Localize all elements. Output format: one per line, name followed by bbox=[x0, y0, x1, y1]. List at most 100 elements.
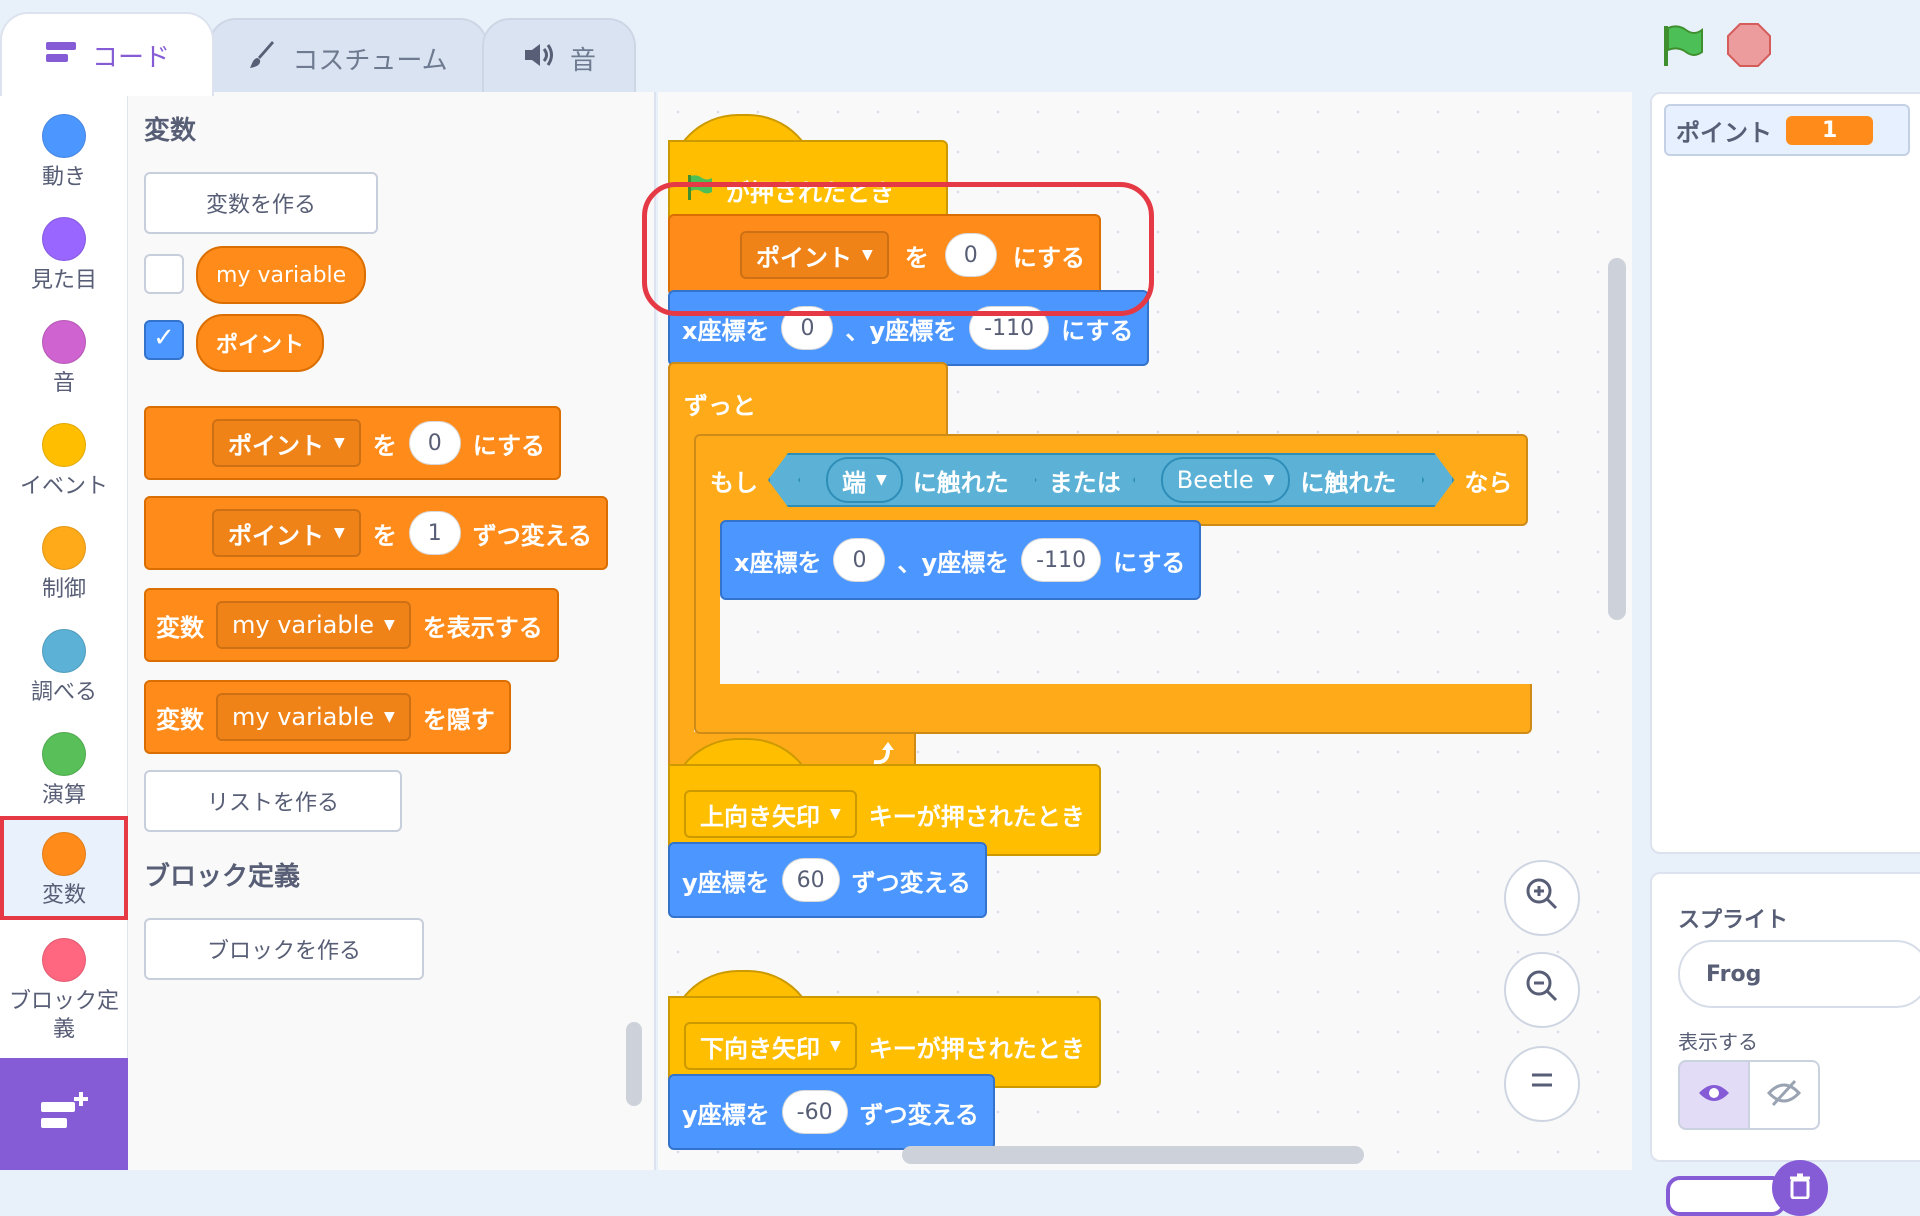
key-dropdown[interactable]: 下向き矢印▼ bbox=[684, 1022, 857, 1070]
category-motion[interactable]: 動き bbox=[0, 102, 128, 202]
variable-dropdown[interactable]: my variable ▼ bbox=[216, 601, 411, 649]
variable-dropdown[interactable]: my variable▼ bbox=[216, 693, 411, 741]
zoom-out-button[interactable] bbox=[1504, 952, 1580, 1028]
y-input[interactable]: -110 bbox=[1021, 538, 1102, 582]
block-text: に触れた bbox=[912, 468, 1009, 497]
when-key-pressed-block[interactable]: 上向き矢印▼ キーが押されたとき bbox=[668, 764, 1101, 856]
stage[interactable]: ポイント 1 bbox=[1650, 92, 1920, 854]
vertical-scrollbar[interactable] bbox=[1608, 258, 1626, 620]
category-my-blocks[interactable]: ブロック定義 bbox=[0, 926, 128, 1042]
sprite-name-input[interactable]: Frog bbox=[1678, 940, 1920, 1008]
block-text: ずつ変える bbox=[859, 1100, 979, 1129]
green-flag-icon[interactable] bbox=[1656, 20, 1706, 70]
category-label: ブロック定義 bbox=[8, 989, 119, 1042]
hide-sprite-button[interactable] bbox=[1748, 1060, 1820, 1130]
category-label: 制御 bbox=[41, 577, 86, 602]
variable-dropdown-label: my variable bbox=[232, 703, 375, 731]
value-input[interactable]: 0 bbox=[944, 233, 997, 277]
value-input[interactable]: 0 bbox=[408, 421, 461, 465]
point-reporter[interactable]: ポイント bbox=[196, 314, 325, 372]
touching-block[interactable]: 端▼ に触れた bbox=[798, 453, 1037, 507]
touching-dropdown[interactable]: 端▼ bbox=[826, 457, 903, 503]
block-palette: 変数 変数を作る my variable ✓ ポイント ポイント▼ を 0 にす… bbox=[128, 92, 656, 1170]
script-area[interactable]: が押されたとき ポイント▼ を 0 にする x座標を 0 、y座標を -110 … bbox=[642, 92, 1632, 1170]
my-variable-checkbox[interactable] bbox=[144, 254, 184, 294]
monitor-label: ポイント bbox=[1676, 118, 1772, 147]
block-text: もし bbox=[710, 468, 758, 497]
value-input[interactable]: 60 bbox=[781, 858, 840, 902]
category-dot bbox=[42, 526, 86, 570]
variable-dropdown-label: ポイント bbox=[228, 431, 324, 460]
value-input[interactable]: -60 bbox=[781, 1090, 848, 1134]
zoom-reset-button[interactable] bbox=[1504, 1046, 1580, 1122]
block-text: 、y座標を bbox=[897, 548, 1010, 577]
extension-button[interactable] bbox=[0, 1058, 128, 1170]
stop-icon[interactable] bbox=[1726, 22, 1772, 68]
change-variable-block[interactable]: ポイント▼ を 1 ずつ変える bbox=[144, 496, 609, 570]
category-dot bbox=[42, 732, 86, 776]
make-block-button[interactable]: ブロックを作る bbox=[144, 918, 424, 980]
palette-scrollbar[interactable] bbox=[626, 1022, 642, 1106]
tab-sounds[interactable]: 音 bbox=[482, 18, 636, 96]
hide-variable-block[interactable]: 変数 my variable▼ を隠す bbox=[144, 680, 511, 754]
change-y-block[interactable]: y座標を 60 ずつ変える bbox=[668, 842, 987, 918]
caret-down-icon: ▼ bbox=[384, 617, 395, 633]
zoom-in-icon bbox=[1522, 874, 1562, 923]
sprite-thumbnail[interactable] bbox=[1666, 1176, 1786, 1216]
change-y-block[interactable]: y座標を -60 ずつ変える bbox=[668, 1074, 995, 1150]
zoom-in-button[interactable] bbox=[1504, 860, 1580, 936]
tab-costumes[interactable]: コスチューム bbox=[208, 18, 488, 96]
category-events[interactable]: イベント bbox=[0, 411, 128, 511]
block-text: なら bbox=[1464, 468, 1513, 497]
zoom-out-icon bbox=[1522, 966, 1562, 1015]
trash-icon bbox=[1788, 1173, 1812, 1203]
category-sound[interactable]: 音 bbox=[0, 308, 128, 408]
add-extension-icon bbox=[37, 1090, 91, 1138]
block-text: にする bbox=[1061, 316, 1134, 345]
value-input[interactable]: 1 bbox=[408, 511, 461, 555]
variable-dropdown[interactable]: ポイント ▼ bbox=[212, 419, 361, 467]
horizontal-scrollbar[interactable] bbox=[902, 1146, 1364, 1164]
category-control[interactable]: 制御 bbox=[0, 514, 128, 614]
show-variable-block[interactable]: 変数 my variable▼ を表示する bbox=[144, 588, 559, 662]
x-input[interactable]: 0 bbox=[833, 538, 886, 582]
caret-down-icon: ▼ bbox=[830, 806, 841, 822]
eye-icon bbox=[1697, 1081, 1731, 1109]
key-dropdown[interactable]: 上向き矢印▼ bbox=[684, 790, 857, 838]
set-variable-block[interactable]: ポイント▼ を 0 にする bbox=[144, 406, 562, 480]
touching-block[interactable]: Beetle▼ に触れた bbox=[1133, 453, 1425, 507]
block-text: を bbox=[904, 243, 929, 272]
block-text: に触れた bbox=[1300, 468, 1397, 497]
if-block[interactable]: もし 端▼ に触れた または Beetle▼ に触れた なら bbox=[694, 434, 1529, 526]
variable-dropdown[interactable]: ポイント▼ bbox=[740, 231, 889, 279]
my-variable-reporter[interactable]: my variable bbox=[196, 246, 367, 304]
go-to-xy-block[interactable]: x座標を 0 、y座標を -110 にする bbox=[668, 290, 1150, 366]
make-variable-button[interactable]: 変数を作る bbox=[144, 172, 378, 234]
show-label: 表示する bbox=[1678, 1030, 1758, 1054]
block-text: ずっと bbox=[684, 392, 756, 420]
if-arm bbox=[694, 520, 720, 686]
or-operator[interactable]: 端▼ に触れた または Beetle▼ に触れた bbox=[768, 453, 1454, 507]
category-label: イベント bbox=[19, 474, 108, 499]
variable-dropdown[interactable]: ポイント▼ bbox=[212, 509, 361, 557]
category-variables[interactable]: 変数 bbox=[0, 816, 128, 920]
category-dot bbox=[42, 114, 86, 158]
category-dot bbox=[42, 938, 86, 982]
code-icon bbox=[44, 39, 78, 72]
category-operators[interactable]: 演算 bbox=[0, 720, 128, 820]
make-list-button[interactable]: リストを作る bbox=[144, 770, 402, 832]
category-looks[interactable]: 見た目 bbox=[0, 205, 128, 305]
show-sprite-button[interactable] bbox=[1678, 1060, 1750, 1130]
my-blocks-section-title: ブロック定義 bbox=[144, 862, 301, 892]
eye-slash-icon bbox=[1766, 1079, 1802, 1111]
category-sensing[interactable]: 調べる bbox=[0, 617, 128, 717]
caret-down-icon: ▼ bbox=[334, 435, 345, 451]
touching-dropdown-label: Beetle bbox=[1176, 466, 1254, 494]
point-checkbox[interactable]: ✓ bbox=[144, 320, 184, 360]
touching-dropdown[interactable]: Beetle▼ bbox=[1161, 457, 1291, 503]
go-to-xy-block[interactable]: x座標を 0 、y座標を -110 にする bbox=[720, 520, 1202, 600]
tab-code[interactable]: コード bbox=[0, 12, 214, 96]
variable-dropdown-label: my variable bbox=[232, 611, 375, 639]
delete-sprite-button[interactable] bbox=[1772, 1160, 1828, 1216]
category-label: 調べる bbox=[30, 680, 97, 705]
